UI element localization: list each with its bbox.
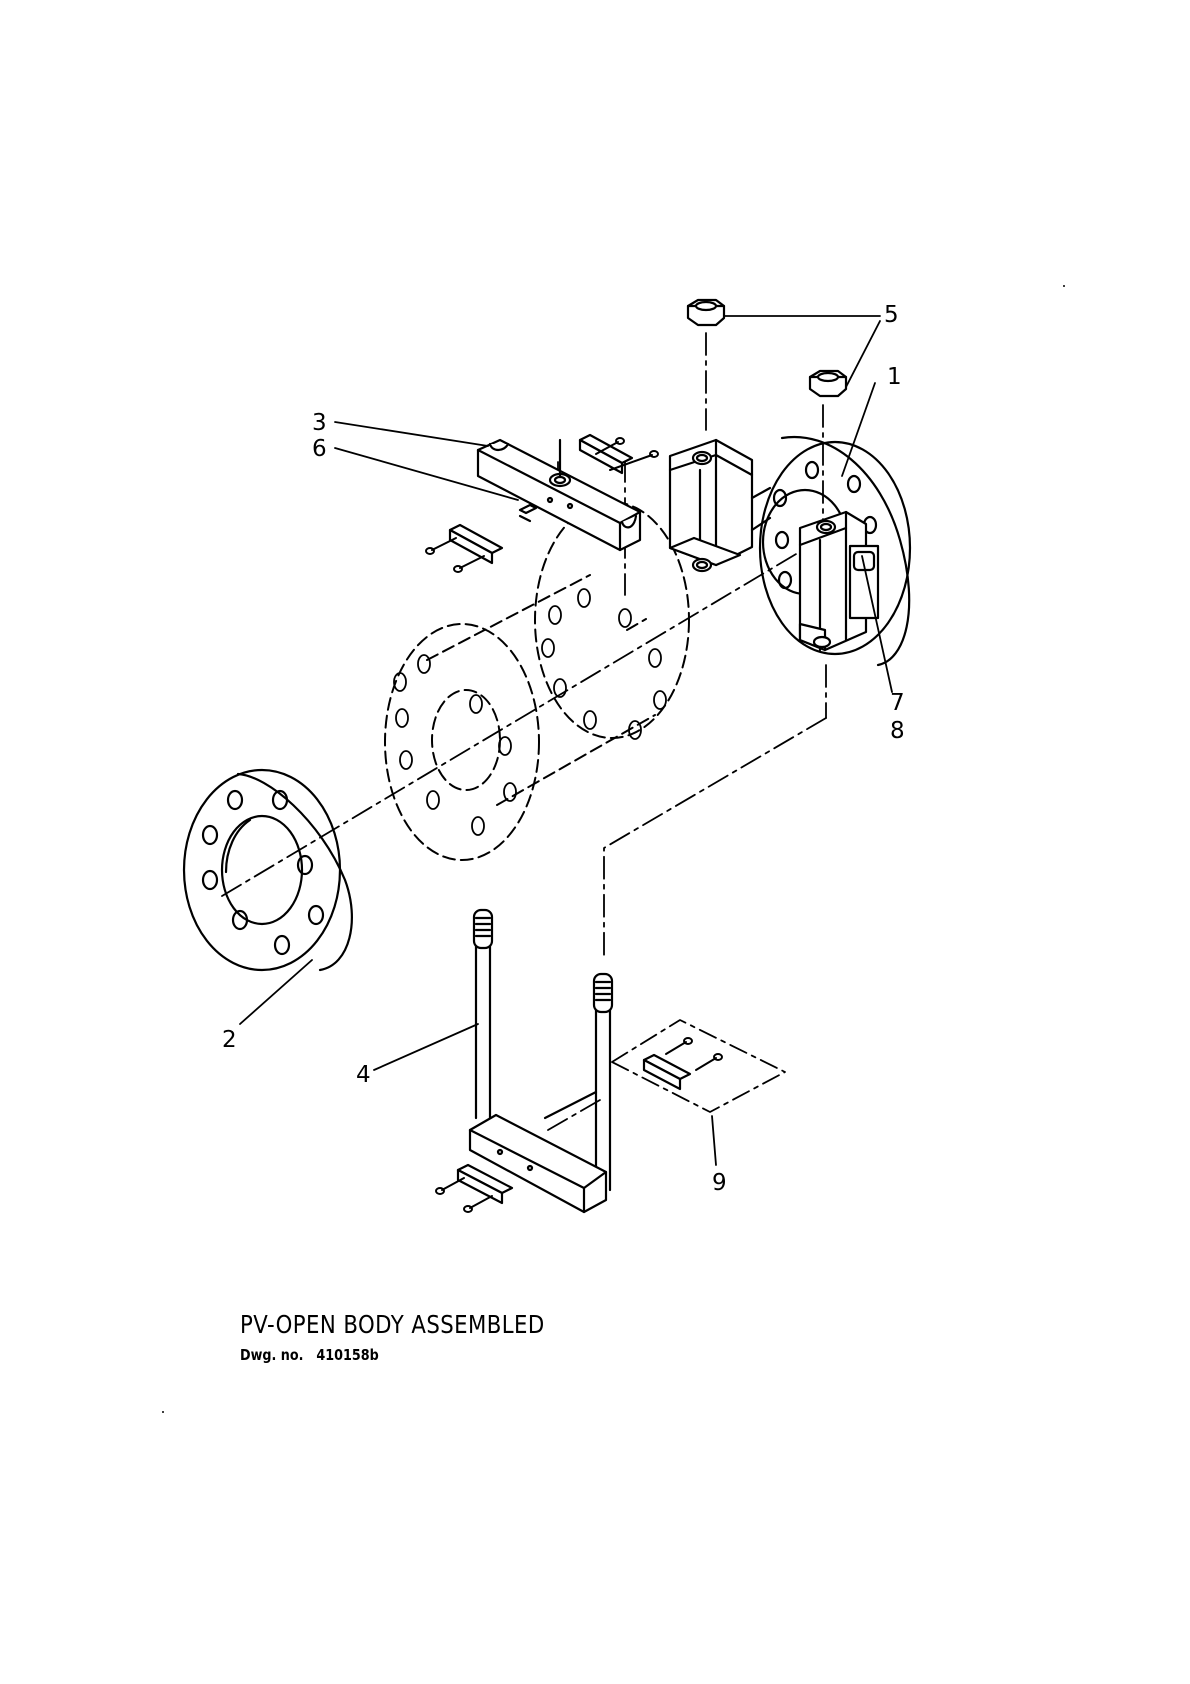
callout-7: 7 bbox=[890, 690, 905, 716]
callout-8: 8 bbox=[890, 718, 905, 744]
callout-6: 6 bbox=[312, 436, 327, 462]
stay-bolt-assembly-part-4 bbox=[458, 910, 690, 1212]
support-bracket-right bbox=[800, 512, 878, 650]
support-bracket-left bbox=[670, 440, 770, 571]
drawing-number: 410158b bbox=[316, 1346, 378, 1364]
drawing-number-line: Dwg. no. 410158b bbox=[240, 1346, 379, 1364]
drawing-number-label: Dwg. no. bbox=[240, 1346, 303, 1364]
clamp-bar-part-3 bbox=[450, 435, 640, 563]
leader-lines bbox=[240, 316, 892, 1165]
callout-1: 1 bbox=[887, 364, 902, 390]
flange-part-2 bbox=[184, 770, 352, 970]
drawing-title: PV-OPEN BODY ASSEMBLED bbox=[240, 1310, 545, 1339]
hex-nut-part-5 bbox=[688, 300, 846, 396]
callout-3: 3 bbox=[312, 410, 327, 436]
callout-4: 4 bbox=[356, 1062, 371, 1088]
stray-dot bbox=[162, 1411, 164, 1413]
stray-dot bbox=[1063, 285, 1065, 287]
callout-5: 5 bbox=[884, 302, 899, 328]
callout-numbers: 1 2 3 4 5 6 7 8 9 bbox=[222, 302, 905, 1196]
callout-2: 2 bbox=[222, 1027, 237, 1053]
spool-body-hidden bbox=[385, 502, 689, 860]
callout-9: 9 bbox=[712, 1170, 727, 1196]
